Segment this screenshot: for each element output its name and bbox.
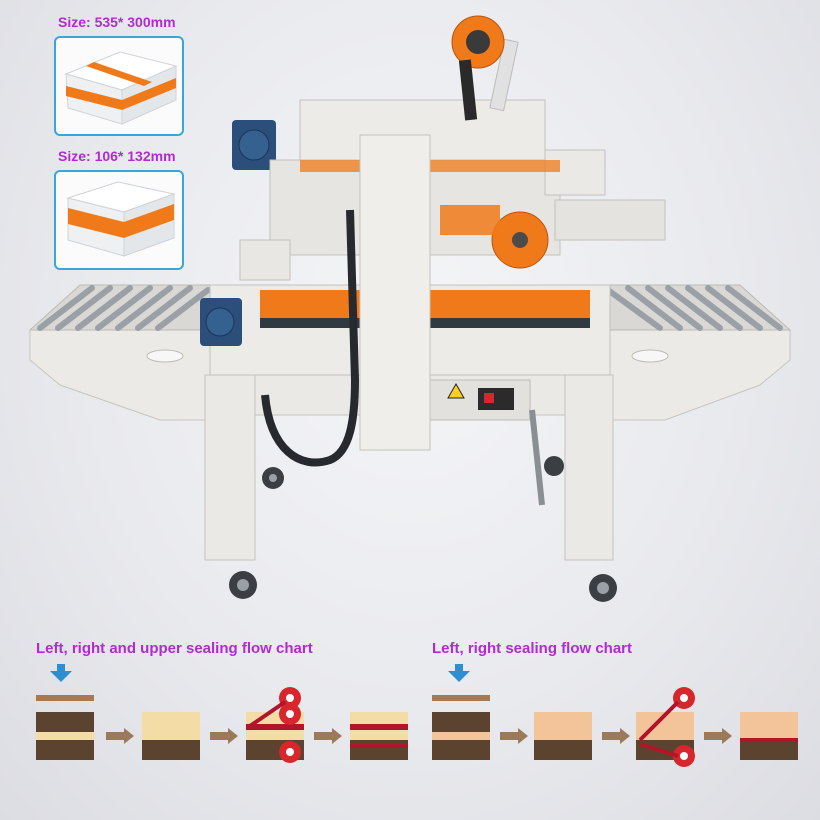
box-small-image (66, 181, 176, 257)
arrow-down-icon (448, 664, 470, 682)
sample-box-large (54, 36, 184, 136)
flow-side-step-4 (740, 712, 798, 760)
arrow-right-icon (106, 728, 134, 744)
arrow-right-icon (704, 728, 732, 744)
flow-title-side: Left, right sealing flow chart (432, 640, 633, 657)
flow-full-step-2 (142, 712, 200, 760)
flow-full-step-4 (350, 712, 408, 760)
caster-wheels (229, 456, 617, 602)
flow-full-step-3 (246, 687, 304, 763)
box-large-image (64, 51, 178, 125)
flow-title-full: Left, right and upper sealing flow chart (36, 640, 313, 657)
vertical-column (239, 134, 431, 451)
flow-side-step-2 (534, 712, 592, 760)
motor-left-lower (200, 298, 242, 346)
flow-side-step-3 (636, 687, 695, 767)
sealing-flow-diagrams (36, 687, 798, 767)
size-label-large: Size: 535* 300mm (58, 14, 176, 30)
flow-side-step-1 (432, 695, 490, 760)
tape-roll-top (451, 15, 519, 121)
right-roller-conveyor (599, 284, 792, 421)
arrow-right-icon (314, 728, 342, 744)
flow-full-step-1 (36, 695, 94, 760)
arrow-down-icon (50, 664, 72, 682)
motor-left-upper (232, 120, 276, 170)
left-roller-conveyor (28, 284, 216, 421)
sample-box-small (54, 170, 184, 270)
arrow-right-icon (500, 728, 528, 744)
height-crank (529, 409, 545, 506)
carton-sealer-machine (28, 15, 792, 602)
arrow-right-icon (602, 728, 630, 744)
arrow-right-icon (210, 728, 238, 744)
size-label-small: Size: 106* 132mm (58, 148, 176, 164)
cable-chain (261, 209, 360, 467)
upper-sealing-head (269, 99, 666, 269)
